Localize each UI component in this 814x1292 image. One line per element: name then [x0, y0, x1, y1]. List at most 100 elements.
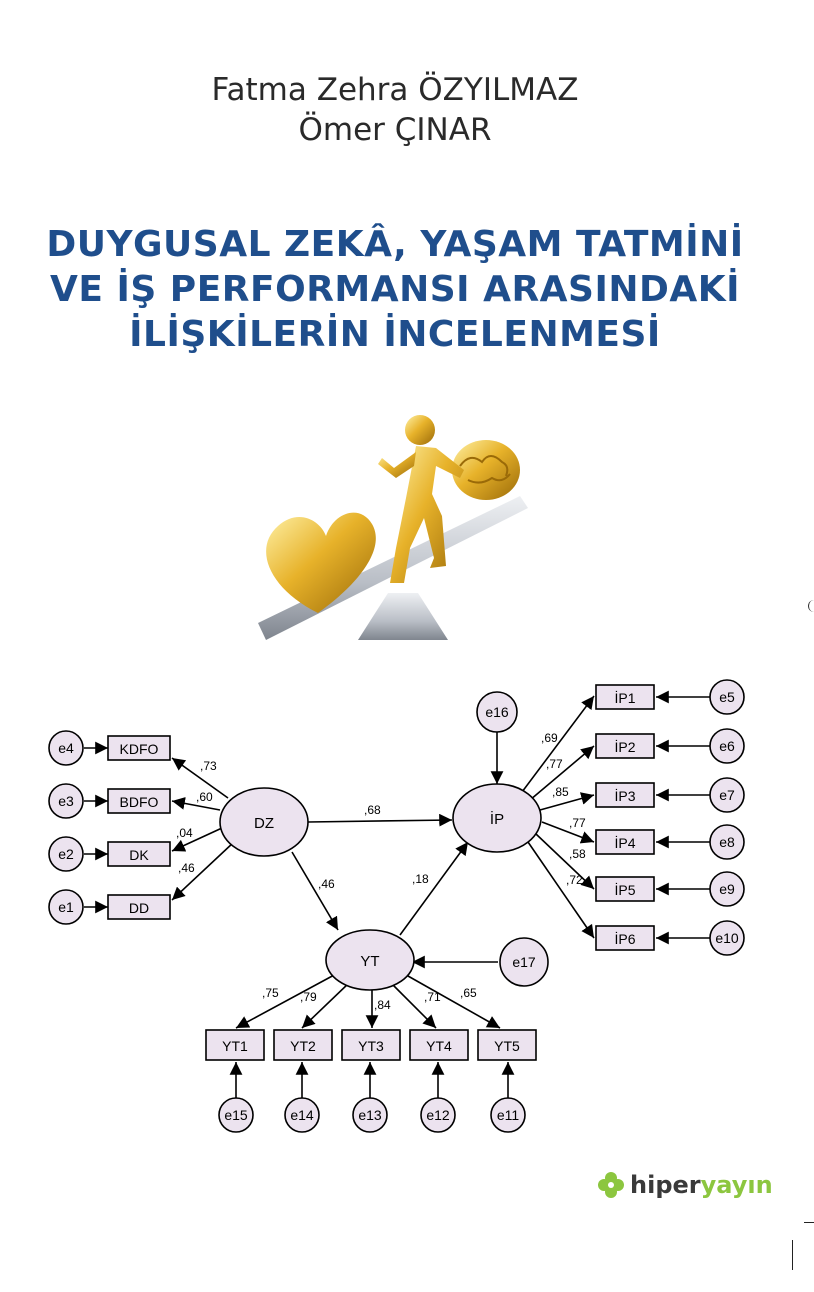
- indicator-kdfo-label: KDFO: [120, 741, 159, 757]
- loading-yt2: ,79: [300, 990, 317, 1004]
- indicator-yt4-label: YT4: [426, 1038, 452, 1054]
- indicator-ip3-label: İP3: [614, 787, 635, 804]
- publisher-name-part1: hiper: [630, 1171, 701, 1199]
- error-e3: [48, 783, 84, 819]
- error-e7: [709, 777, 745, 813]
- heart-shape: [266, 512, 376, 613]
- indicator-dk: [107, 841, 171, 867]
- title-line-2: VE İŞ PERFORMANSI ARASINDAKİ: [49, 269, 741, 310]
- figure-head: [405, 415, 435, 445]
- indicator-yt5-label: YT5: [494, 1038, 520, 1054]
- loading-yt3: ,84: [374, 998, 391, 1012]
- indicator-bdfo-label: BDFO: [120, 794, 159, 810]
- path-dz-ip: ,68: [364, 803, 381, 817]
- loading-ip3: ,85: [552, 785, 569, 799]
- error-e10-label: e10: [715, 930, 739, 946]
- trim-mark-bottom-h: [804, 1222, 814, 1223]
- error-e15: [218, 1097, 254, 1133]
- error-e3-label: e3: [58, 793, 74, 809]
- indicator-ip3: [595, 782, 655, 808]
- indicator-dd: [107, 894, 171, 920]
- error-e2-label: e2: [58, 846, 74, 862]
- author-2: Ömer ÇINAR: [298, 112, 492, 148]
- path-yt-ip: ,18: [412, 872, 429, 886]
- error-e6-label: e6: [719, 738, 735, 754]
- error-e13: [352, 1097, 388, 1133]
- publisher-name-part2: yayın: [700, 1171, 773, 1199]
- latent-yt-label: YT: [360, 953, 379, 970]
- loading-dd: ,46: [178, 861, 195, 875]
- seesaw-illustration: [258, 415, 528, 640]
- indicator-ip1: [595, 684, 655, 710]
- error-e8: [709, 824, 745, 860]
- sem-path-diagram: DZ İP YT KDFO BDFO DK DD e4 e3 e2 e1 ,73…: [48, 679, 745, 1133]
- loading-yt4: ,71: [424, 990, 441, 1004]
- loading-bdfo: ,60: [196, 790, 213, 804]
- error-e6: [709, 728, 745, 764]
- error-e8-label: e8: [719, 834, 735, 850]
- brain-shape: [452, 440, 520, 500]
- error-e5-label: e5: [719, 689, 735, 705]
- error-e5: [709, 679, 745, 715]
- indicator-bdfo: [107, 788, 171, 814]
- indicator-ip5: [595, 876, 655, 902]
- indicator-yt3-label: YT3: [358, 1038, 384, 1054]
- disturbance-e16-label: e16: [485, 704, 509, 720]
- loading-ip5: ,58: [569, 847, 586, 861]
- error-e9-label: e9: [719, 881, 735, 897]
- indicator-yt1-label: YT1: [222, 1038, 248, 1054]
- title-line-3: İLİŞKİLERİN İNCELENMESİ: [129, 314, 661, 355]
- indicator-yt2-label: YT2: [290, 1038, 316, 1054]
- figure-body: [390, 446, 464, 583]
- indicator-yt1: [205, 1029, 265, 1061]
- indicator-dd-label: DD: [129, 900, 149, 916]
- latent-dz: [219, 787, 309, 857]
- indicator-ip4: [595, 829, 655, 855]
- error-e13-label: e13: [358, 1107, 382, 1123]
- authors: Fatma Zehra ÖZYILMAZ Ömer ÇINAR: [0, 70, 790, 150]
- indicator-yt3: [341, 1029, 401, 1061]
- indicator-kdfo: [107, 735, 171, 761]
- latent-ip-label: İP: [490, 810, 504, 828]
- loading-ip6: ,72: [566, 873, 583, 887]
- error-e12-label: e12: [426, 1107, 450, 1123]
- error-e7-label: e7: [719, 787, 735, 803]
- error-e1: [48, 889, 84, 925]
- indicator-yt5: [477, 1029, 537, 1061]
- indicator-yt2: [273, 1029, 333, 1061]
- error-e4: [48, 730, 84, 766]
- trim-mark-bottom-v: [792, 1240, 793, 1270]
- error-e11-label: e11: [497, 1107, 520, 1123]
- error-e4-label: e4: [58, 740, 74, 756]
- error-e10: [709, 920, 745, 956]
- disturbance-e17: [499, 937, 549, 987]
- loading-yt5: ,65: [460, 986, 477, 1000]
- latent-ip: [452, 783, 542, 853]
- latent-dz-label: DZ: [254, 815, 274, 832]
- book-title: DUYGUSAL ZEKÂ, YAŞAM TATMİNİ VE İŞ PERFO…: [0, 222, 790, 357]
- error-e1-label: e1: [58, 899, 74, 915]
- loading-dk: ,04: [176, 826, 193, 840]
- disturbance-e16: [476, 691, 518, 733]
- indicator-ip2-label: İP2: [614, 738, 635, 755]
- trim-mark-right: [808, 600, 814, 612]
- loading-ip2: ,77: [546, 757, 563, 771]
- author-1: Fatma Zehra ÖZYILMAZ: [211, 72, 579, 108]
- indicator-ip2: [595, 733, 655, 759]
- error-e12: [420, 1097, 456, 1133]
- loading-kdfo: ,73: [200, 759, 217, 773]
- disturbance-e17-label: e17: [512, 954, 536, 970]
- loading-yt1: ,75: [262, 986, 279, 1000]
- indicator-dk-label: DK: [129, 847, 149, 863]
- flower-logo-icon: [598, 1172, 624, 1198]
- indicator-ip1-label: İP1: [614, 689, 635, 706]
- indicator-yt4: [409, 1029, 469, 1061]
- title-line-1: DUYGUSAL ZEKÂ, YAŞAM TATMİNİ: [46, 224, 744, 265]
- indicator-ip4-label: İP4: [614, 834, 635, 851]
- error-e11: [490, 1097, 526, 1133]
- error-e9: [709, 871, 745, 907]
- path-dz-yt: ,46: [318, 877, 335, 891]
- error-e15-label: e15: [224, 1107, 248, 1123]
- indicator-ip6: [595, 925, 655, 951]
